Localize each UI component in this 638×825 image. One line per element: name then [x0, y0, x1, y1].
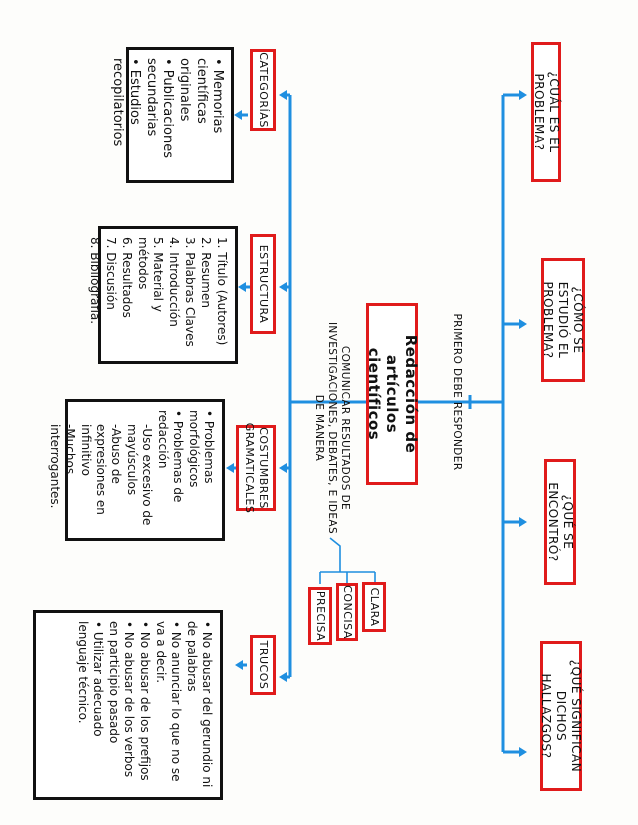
prompt-text: Primero debe responder: [451, 313, 463, 471]
estructura-list: 1. Título (Autores) 2. Resumen 3. Palabr…: [87, 237, 229, 353]
list-item: 2. Resumen: [199, 237, 213, 308]
list-item: • No abusar del gerundio ni de palabras: [185, 621, 214, 788]
central-topic: Redacción de artículos científicos: [364, 303, 421, 485]
list-item: 4. Introducción: [167, 237, 181, 327]
content-box-trucos: • No abusar del gerundio ni de palabras …: [33, 610, 223, 800]
list-item: • No abusar de los prefijos: [138, 621, 152, 781]
list-item: • No anunciar lo que no se va a decir.: [154, 621, 183, 782]
content-box-categorias: • Memorias científicas originales • Publ…: [111, 47, 234, 183]
quality-clara: Clara: [362, 582, 386, 632]
list-item: 6. Resultados: [120, 237, 134, 318]
list-item: 5. Material y métodos: [136, 237, 165, 312]
list-item: 1. Título (Autores): [215, 237, 229, 346]
trucos-list: • No abusar del gerundio ni de palabras …: [75, 621, 214, 789]
quality-concisa: Concisa: [336, 583, 358, 641]
quality-precisa: Precisa: [308, 587, 332, 645]
list-item: • Estudios recopilatorios: [110, 58, 142, 147]
category-label-estructura: Estructura: [250, 234, 276, 334]
list-item: • Problemas morfológicos: [187, 410, 216, 488]
question-encontro: ¿Qué se encontró?: [544, 459, 576, 585]
list-item: • Publicaciones secundarias: [144, 58, 176, 158]
central-topic-text: Redacción de artículos científicos: [364, 334, 421, 454]
category-label-categorias: Categorías: [250, 49, 276, 131]
list-item: -Uso excesivo de mayúsculos: [125, 424, 154, 526]
list-item: -Abuso de expresiones en infinitivo: [79, 424, 123, 515]
list-item: • Utilizar adecuado lenguaje técnico.: [76, 621, 105, 737]
category-label-trucos: Trucos: [250, 635, 276, 695]
content-box-costumbres: • Problemas morfológicos • Problemas de …: [48, 399, 225, 541]
list-item: • Memorias científicas originales: [177, 58, 226, 134]
question-hallazgos: ¿Qué significan dichos hallazgos?: [540, 641, 584, 791]
question-problema: ¿Cuál es el problema?: [531, 42, 561, 182]
question-estudio: ¿Cómo se estudió el problema?: [541, 258, 586, 382]
list-item: 8. Bibliografía.: [88, 237, 102, 325]
category-label-costumbres: Costumbres gramaticales: [236, 423, 276, 513]
content-box-estructura: 1. Título (Autores) 2. Resumen 3. Palabr…: [88, 226, 238, 364]
description-text: Comunicar resultados de investigaciones,…: [312, 321, 351, 535]
list-item: • Problemas de redacción: [156, 410, 185, 503]
list-item: -Muchos interrogantes.: [48, 424, 77, 509]
categorias-list: • Memorias científicas originales • Publ…: [109, 58, 226, 172]
list-item: • No abusar de los verbos en participio …: [107, 621, 136, 778]
costumbres-list: • Problemas morfológicos • Problemas de …: [47, 410, 216, 530]
list-item: 7. Discusión: [104, 237, 118, 310]
list-item: 3. Palabras Claves: [183, 237, 197, 347]
